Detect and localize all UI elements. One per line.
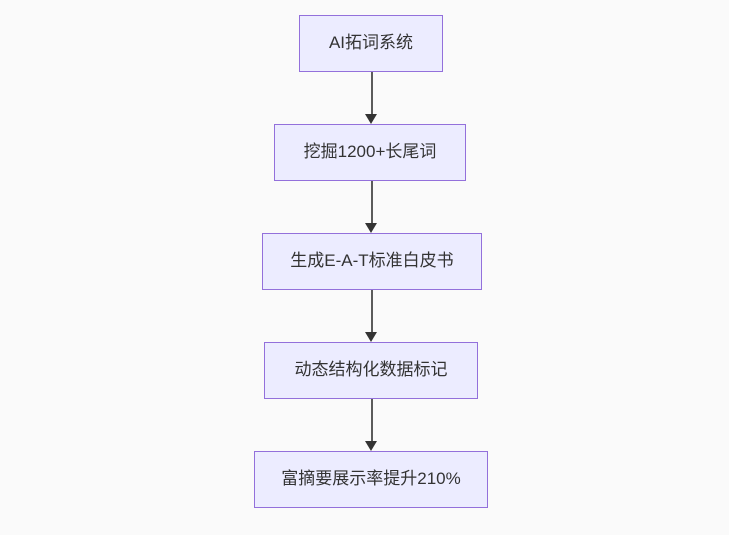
- flow-node-eat-whitepaper: 生成E-A-T标准白皮书: [262, 233, 482, 290]
- flow-node-label: 挖掘1200+长尾词: [303, 142, 437, 162]
- flow-node-label: 动态结构化数据标记: [294, 360, 448, 380]
- arrow-line: [370, 290, 373, 333]
- flow-node-label: 富摘要展示率提升210%: [281, 469, 461, 489]
- arrow-line: [370, 399, 373, 442]
- flow-arrow-3: [365, 290, 378, 342]
- flow-node-ai-keyword-system: AI拓词系统: [299, 15, 443, 72]
- flow-node-label: AI拓词系统: [328, 33, 414, 53]
- arrowhead-down-icon: [365, 223, 377, 233]
- flow-arrow-1: [365, 72, 378, 124]
- flow-arrow-2: [365, 181, 378, 233]
- flow-node-structured-data-markup: 动态结构化数据标记: [264, 342, 478, 399]
- arrow-line: [370, 72, 373, 115]
- flow-node-label: 生成E-A-T标准白皮书: [290, 251, 454, 271]
- arrowhead-down-icon: [365, 332, 377, 342]
- arrowhead-down-icon: [365, 114, 377, 124]
- flow-arrow-4: [365, 399, 378, 451]
- arrow-line: [370, 181, 373, 224]
- flow-node-longtail-mining: 挖掘1200+长尾词: [274, 124, 466, 181]
- flow-node-rich-snippet-result: 富摘要展示率提升210%: [254, 451, 488, 508]
- arrowhead-down-icon: [365, 441, 377, 451]
